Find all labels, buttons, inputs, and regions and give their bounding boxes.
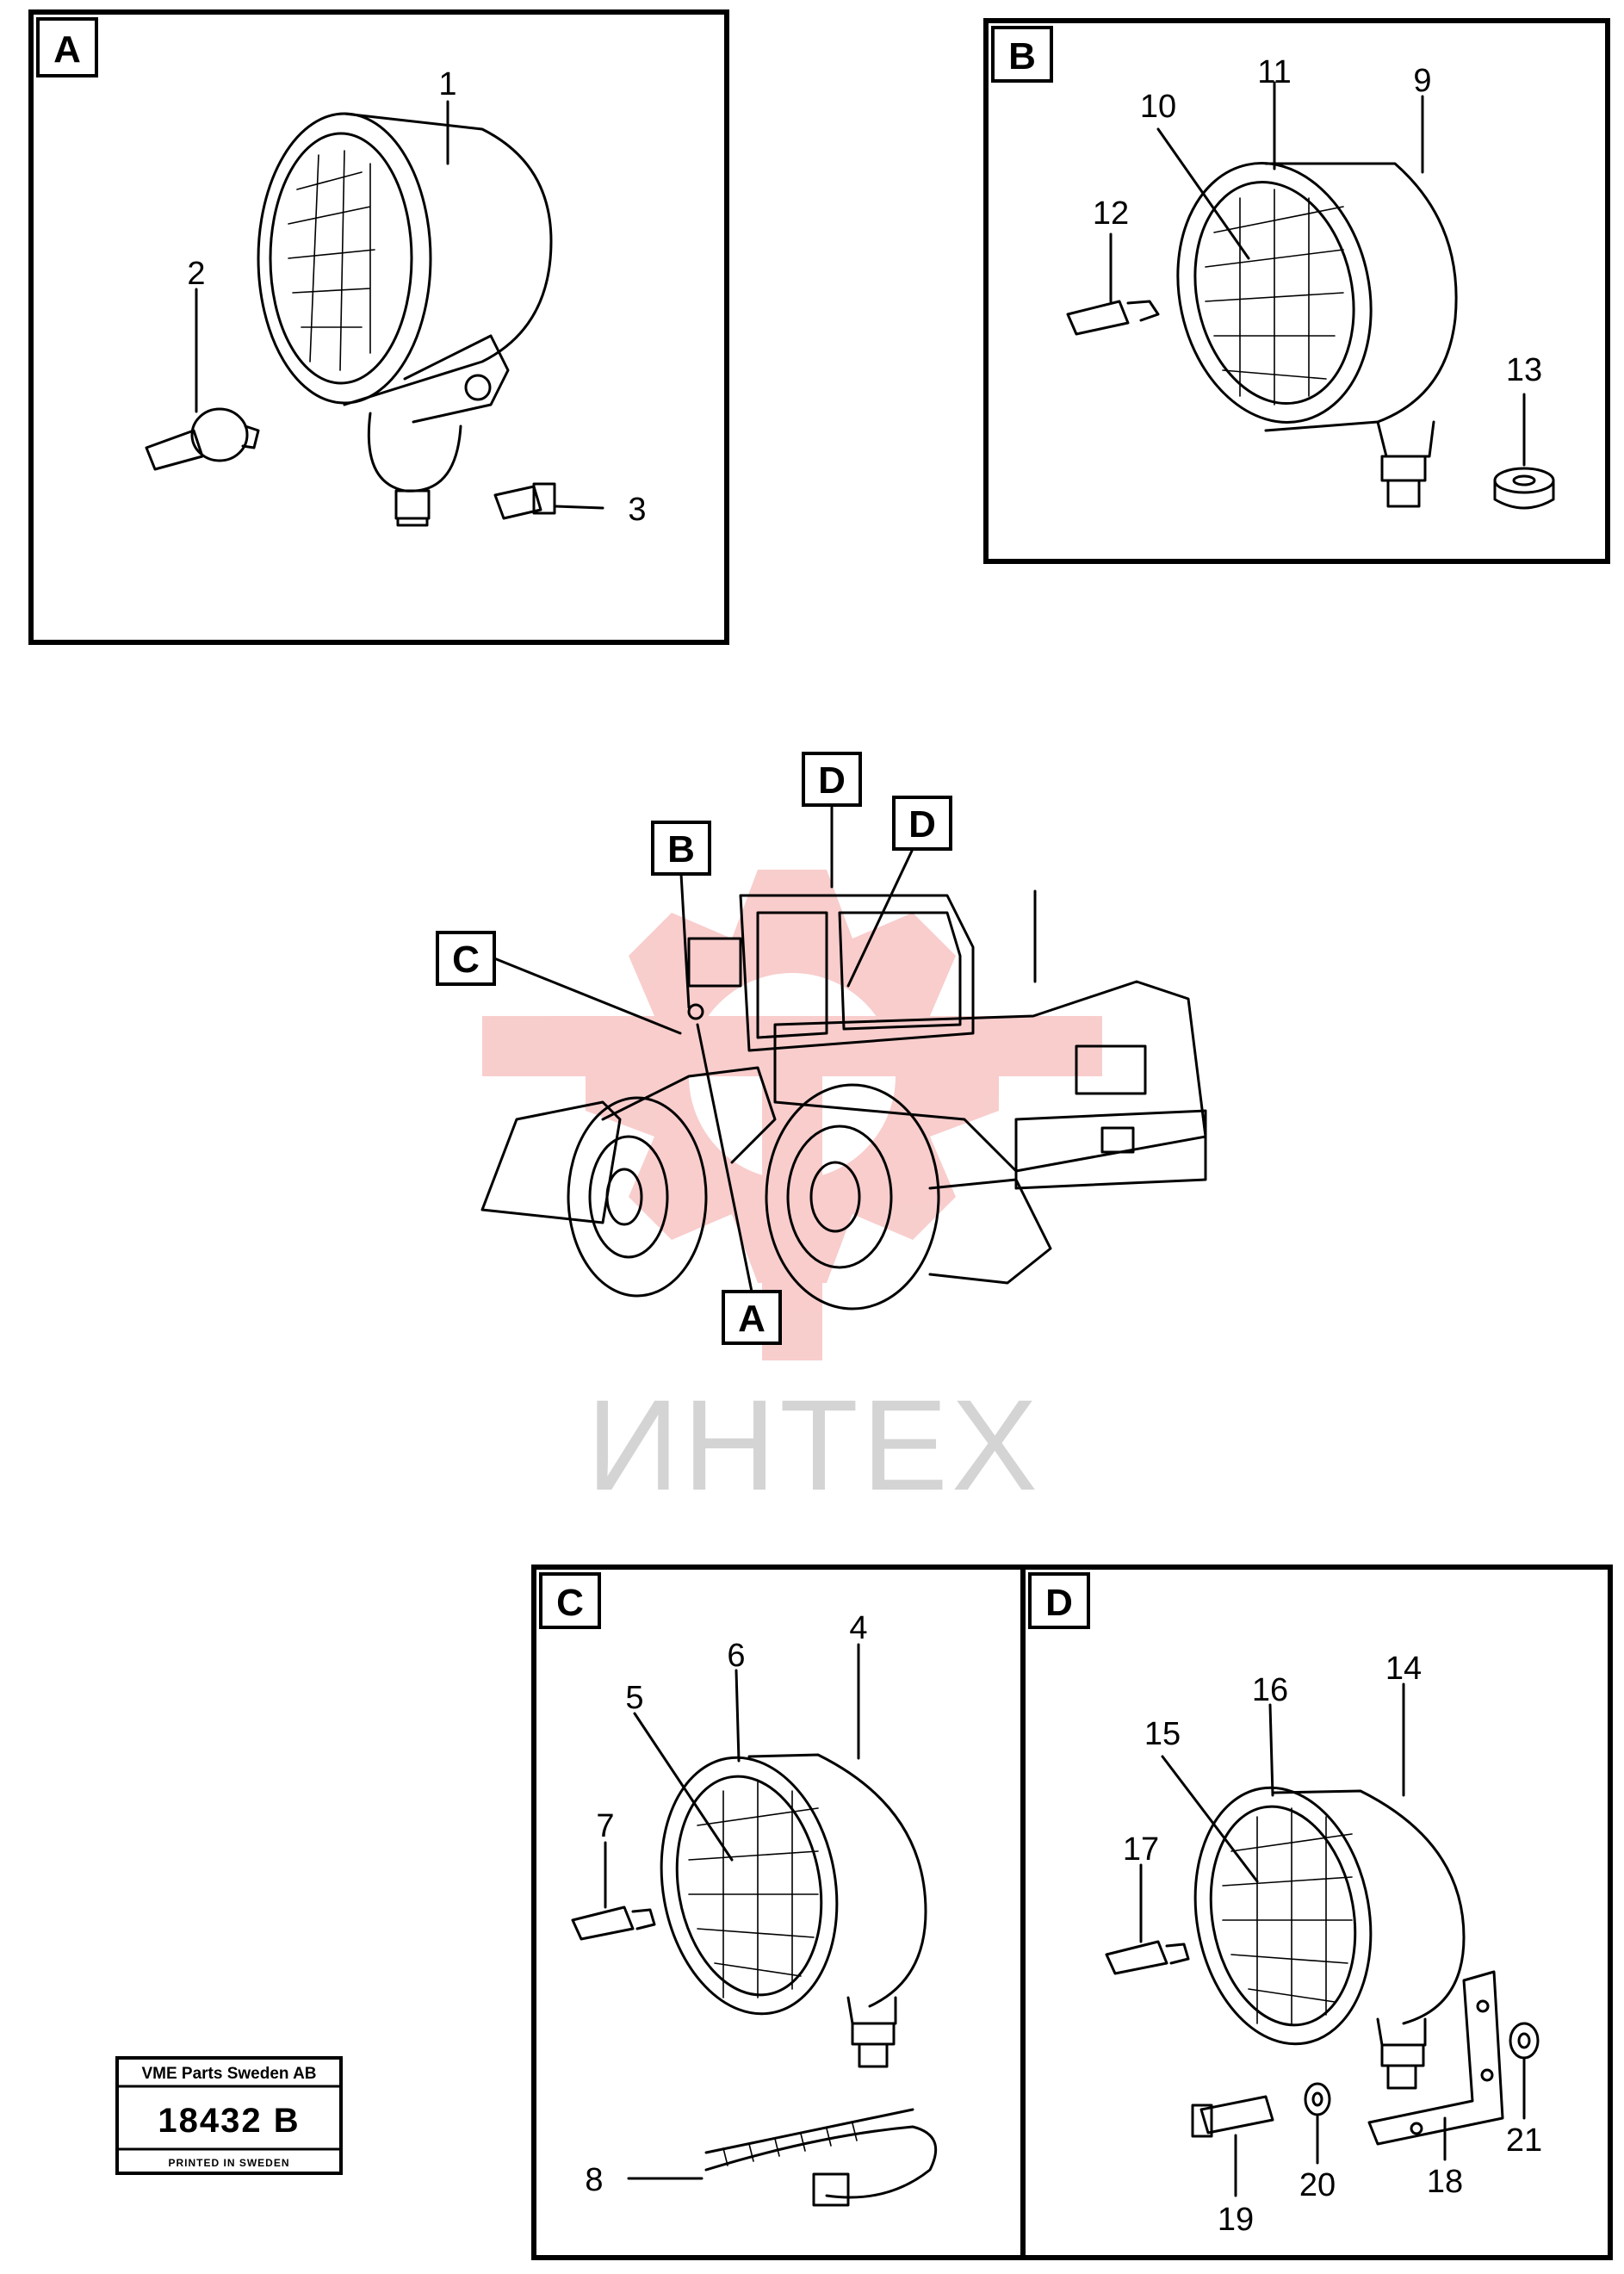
part-number-12: 12 [1093,195,1129,232]
part-number-8: 8 [585,2162,603,2198]
panel-c-label-box [539,1572,601,1629]
panel-a: A 1 2 3 [28,9,729,645]
part-number-11: 11 [1257,54,1291,90]
part-number-20: 20 [1299,2167,1336,2203]
wheel-loader-illustration: D D B C A [436,752,1207,1345]
bracket-18 [1367,1970,1504,2146]
front-wheel [567,1096,708,1298]
part-number-3: 3 [628,492,646,528]
strap-8 [704,2108,938,2207]
grommet-13 [1493,467,1555,510]
bulb-12 [1066,300,1160,336]
work-light-9 [1176,162,1458,508]
stamp-company: VME Parts Sweden AB [141,2065,316,2083]
part-number-17: 17 [1123,1831,1159,1868]
bulb-17 [1105,1940,1190,1975]
panel-a-label-box [36,17,98,77]
work-light-4 [660,1753,927,2068]
bolt-3 [493,482,556,520]
watermark: ИНТЕХ [482,870,1102,1517]
callout-c: C [452,939,480,981]
part-number-18: 18 [1427,2164,1463,2200]
part-number-14: 14 [1385,1651,1422,1687]
panel-a-letter: A [53,28,81,71]
part-number-4: 4 [849,1610,867,1646]
bulb-2 [145,407,260,471]
part-number-21: 21 [1506,2122,1542,2159]
part-number-10: 10 [1140,89,1176,125]
part-number-15: 15 [1144,1716,1181,1752]
stamp-printed: PRINTED IN SWEDEN [168,2157,289,2169]
callout-d-cab: D [818,759,846,802]
panel-c: C 4 5 6 7 8 [531,1565,1026,2260]
panel-b: B 9 10 11 12 13 [983,18,1610,564]
rear-wheel [765,1083,940,1310]
part-number-16: 16 [1252,1672,1288,1708]
callout-d-roof: D [908,803,936,846]
part-number-6: 6 [727,1638,745,1674]
panel-c-letter: C [556,1582,584,1624]
part-number-13: 13 [1506,352,1542,388]
part-number-1: 1 [438,66,456,102]
panel-d: D [1020,1565,1613,2260]
drawing-stamp: VME Parts Sweden AB 18432 B PRINTED IN S… [115,2056,343,2175]
panel-b-letter: B [1008,35,1036,77]
panel-d-label-box [1028,1572,1090,1629]
nut-21 [1509,2022,1540,2060]
part-number-9: 9 [1413,63,1431,99]
callout-b: B [667,828,695,871]
callout-a: A [738,1298,766,1340]
panel-b-label-box [991,26,1053,83]
work-light-1 [257,112,553,527]
panel-d-letter: D [1045,1582,1073,1624]
watermark-text: ИНТЕХ [586,1372,1041,1517]
stamp-drawing-number: 18432 B [158,2102,300,2140]
bulb-7 [571,1905,656,1941]
work-light-14 [1193,1786,1466,2090]
part-number-7: 7 [596,1808,614,1844]
part-number-5: 5 [625,1680,643,1716]
part-number-2: 2 [187,256,205,292]
washer-20 [1304,2082,1331,2116]
bolt-19 [1191,2095,1274,2138]
part-number-19: 19 [1218,2202,1254,2238]
